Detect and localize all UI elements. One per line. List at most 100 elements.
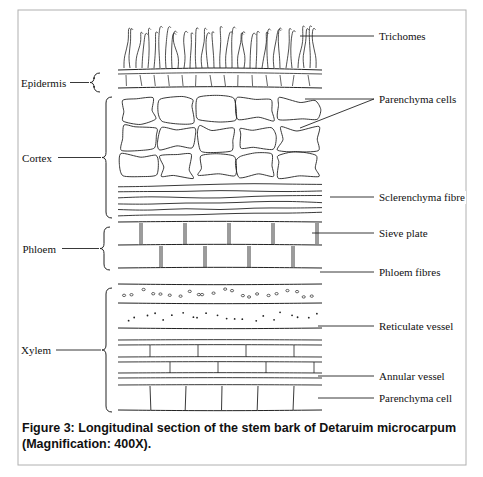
annular-ring <box>198 345 199 357</box>
sclerenchyma-fibre <box>118 212 322 216</box>
parenchyma-cell-outline <box>277 152 319 179</box>
reticulate-pit <box>205 312 207 314</box>
reticulate-pit <box>275 293 278 295</box>
reticulate-pit <box>196 317 198 319</box>
trichome-hair <box>298 26 305 68</box>
bracket <box>102 97 112 218</box>
sieve-plate <box>228 223 229 244</box>
sclerenchyma-fibre <box>118 195 322 198</box>
epidermis-line <box>118 68 322 70</box>
part-label: Epidermis <box>20 77 67 90</box>
reticulate-pit <box>273 319 275 321</box>
epidermis-cell-wall <box>292 75 294 86</box>
sieve-plate <box>274 223 275 244</box>
reticulate-pit <box>286 289 289 291</box>
parenchyma-cell-outline <box>158 96 194 124</box>
sieve-plate <box>272 223 273 244</box>
trichome-hair <box>238 33 244 68</box>
reticulate-pit <box>310 295 313 297</box>
epidermis-cell-wall <box>154 75 155 86</box>
part-label: Sieve plate <box>378 227 429 240</box>
sieve-plate <box>248 246 249 267</box>
leader-line <box>318 398 374 399</box>
leader-line <box>318 376 374 377</box>
reticulate-pit <box>152 293 155 295</box>
trichome-hair <box>206 33 210 68</box>
reticulate-pit <box>279 311 281 313</box>
sieve-plate <box>162 246 163 267</box>
reticulate-pit <box>159 293 162 295</box>
parenchyma-cell-wall <box>293 386 295 410</box>
reticulate-pit <box>128 320 130 322</box>
sieve-plate <box>250 246 251 267</box>
leader-line <box>62 248 99 249</box>
trichome-hair <box>309 26 312 68</box>
parenchyma-cell-wall <box>150 386 152 410</box>
trichome-hair <box>190 33 194 68</box>
parenchyma-cell-outline <box>196 95 237 122</box>
parenchyma-cell-outline <box>157 127 195 150</box>
phloem-wall <box>118 244 322 246</box>
bracket <box>90 73 100 92</box>
parenchyma-cell-outline <box>197 125 234 152</box>
reticulate-pit <box>182 312 184 314</box>
epidermis-cell-wall <box>210 75 212 86</box>
annular-vessel-wall <box>118 377 322 378</box>
trichome-hair <box>267 29 271 68</box>
part-label: Parenchyma cells <box>378 93 457 106</box>
reticulate-pit <box>168 294 171 296</box>
trichome-hair <box>250 33 256 68</box>
reticulate-pit <box>295 290 298 292</box>
epidermis-cell-wall <box>195 75 196 86</box>
parenchyma-cell-outline <box>119 153 158 176</box>
epidermis-cell-wall <box>126 75 127 86</box>
sieve-plate <box>292 246 293 267</box>
reticulate-pit <box>226 318 228 320</box>
epidermis-cell-wall <box>280 75 281 86</box>
reticulate-pit <box>241 318 243 320</box>
parenchyma-cell-outline <box>235 153 273 178</box>
parenchyma-cell-outline <box>121 125 158 151</box>
epidermis-cell-wall <box>308 75 310 86</box>
parenchyma-cell-outline <box>277 126 320 152</box>
reticulate-pit <box>217 314 219 316</box>
trichome-hair <box>242 32 246 68</box>
annular-vessel-wall <box>118 356 322 357</box>
sieve-plate <box>206 246 207 267</box>
sieve-plate <box>230 223 231 244</box>
part-label: Trichomes <box>378 30 427 43</box>
reticulate-pit <box>224 288 227 290</box>
trichome-hair <box>148 28 151 68</box>
part-label: Annular vessel <box>378 370 446 383</box>
figure-frame <box>18 10 466 465</box>
reticulate-pit <box>188 290 191 292</box>
parenchyma-cell-outline <box>122 97 156 124</box>
reticulate-pit <box>197 293 200 295</box>
epidermis-line <box>118 73 322 74</box>
part-label: Phloem fibres <box>378 266 441 279</box>
reticulate-pit <box>122 294 125 296</box>
annular-vessel-wall <box>118 344 322 345</box>
part-label: Sclerenchyma fibre <box>378 191 466 204</box>
trichome-hair <box>184 31 188 68</box>
phloem-wall <box>118 267 322 269</box>
bracket <box>102 288 112 412</box>
reticulate-pit <box>193 316 195 318</box>
parenchyma-cell-outline <box>277 97 321 120</box>
parenchyma-cell-outline <box>235 97 274 121</box>
reticulate-pit <box>297 316 299 318</box>
leader-line <box>56 350 101 351</box>
trichome-hair <box>256 31 260 68</box>
leader-line <box>330 197 374 198</box>
trichome-hair <box>154 32 158 68</box>
sieve-plate <box>184 223 185 244</box>
parenchyma-cell-wall <box>221 386 222 410</box>
epidermis-cell-wall <box>252 75 254 86</box>
reticulate-pit <box>255 293 258 295</box>
trichome-hair <box>278 28 282 68</box>
annular-ring <box>218 362 219 373</box>
reticulate-pit <box>241 294 244 296</box>
epidermis-cell-wall <box>168 75 169 86</box>
reticulate-pit <box>133 317 135 319</box>
reticulate-pit <box>262 315 264 317</box>
